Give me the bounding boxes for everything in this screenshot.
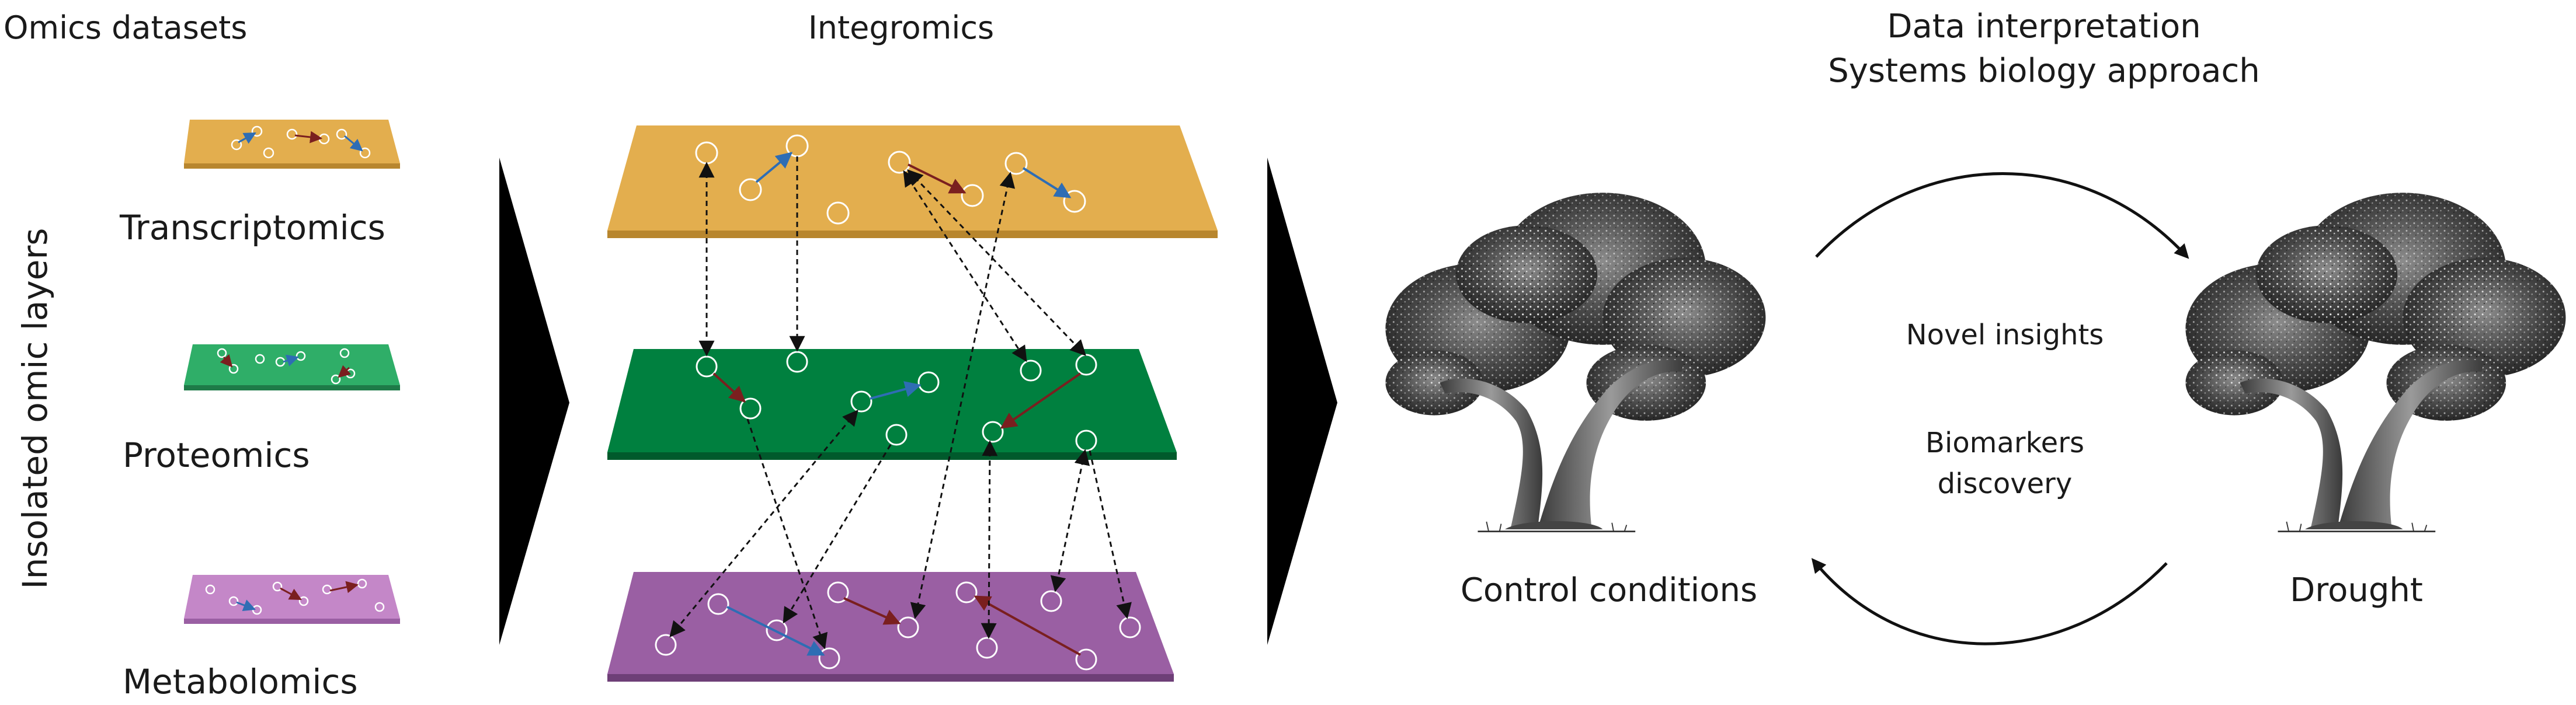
heading-omics-datasets: Omics datasets	[4, 9, 247, 46]
small-layer-transcriptomics	[184, 120, 400, 169]
triangle-arrow-icon	[1267, 158, 1337, 645]
integromics-layer-metabolomics	[607, 572, 1174, 682]
label-metabolomics: Metabolomics	[123, 662, 358, 701]
triangle-arrow-icon	[499, 158, 569, 645]
heading-data-interpretation: Data interpretation	[1887, 8, 2200, 46]
tree-icon	[2185, 191, 2567, 533]
center-novel-insights: Novel insights	[1906, 319, 2104, 351]
label-drought: Drought	[2290, 571, 2423, 609]
center-biomarkers: Biomarkers	[1925, 427, 2084, 459]
small-layer-proteomics	[184, 344, 400, 390]
inter-layer-dashed-arrows	[669, 156, 1132, 650]
label-proteomics: Proteomics	[123, 435, 310, 475]
cycle-arrow-icon	[1811, 558, 2168, 645]
cycle-arrow-icon	[1815, 172, 2189, 259]
label-control-conditions: Control conditions	[1461, 571, 1757, 609]
side-label-isolated-layers: Insolated omic layers	[15, 228, 55, 589]
heading-systems-biology: Systems biology approach	[1828, 52, 2260, 90]
label-transcriptomics: Transcriptomics	[119, 208, 385, 247]
heading-integromics: Integromics	[808, 9, 994, 46]
center-discovery: discovery	[1938, 467, 2073, 500]
tree-icon	[1385, 191, 1767, 533]
small-layer-metabolomics	[184, 575, 400, 624]
integromics-layer-transcriptomics	[607, 125, 1218, 238]
